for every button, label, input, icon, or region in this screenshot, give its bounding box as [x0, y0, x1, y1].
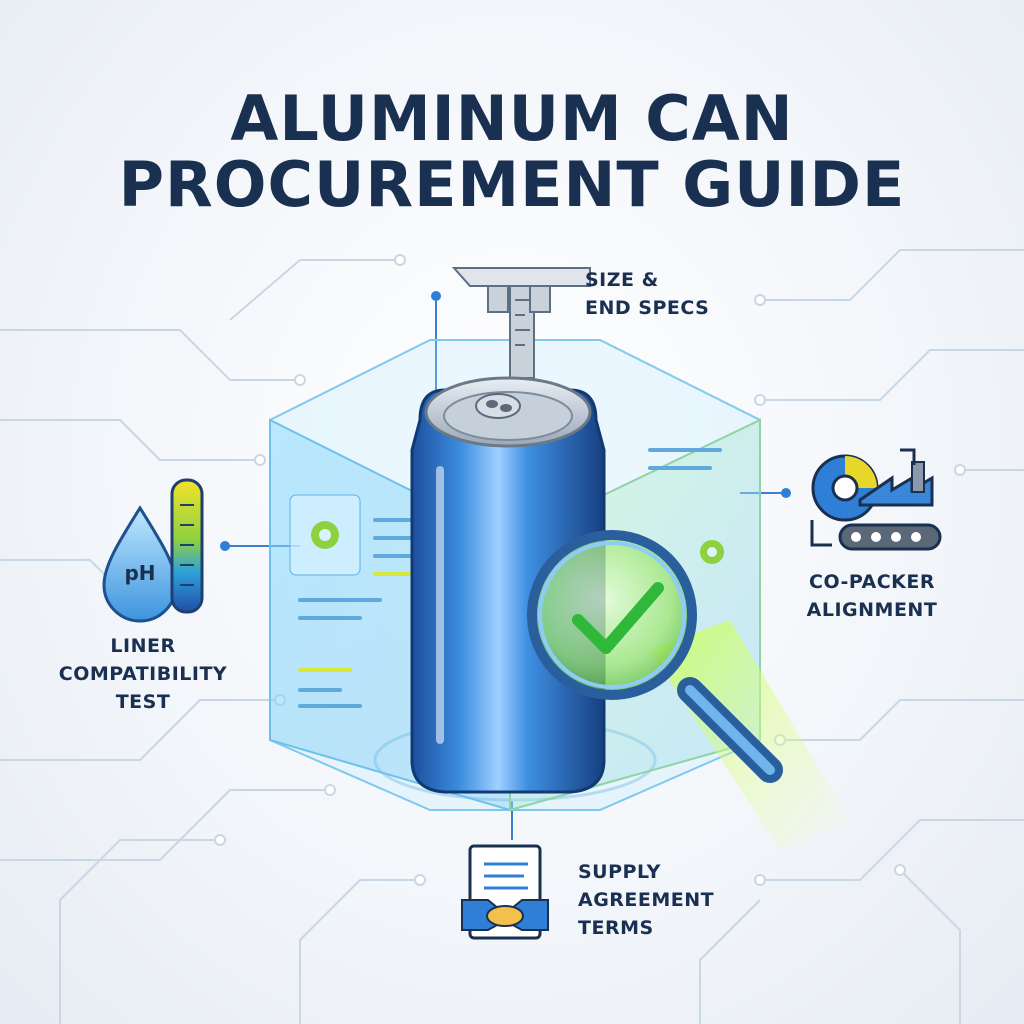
- factory-gear-icon: [810, 448, 942, 551]
- copacker-label: CO-PACKER ALIGNMENT: [772, 568, 972, 624]
- supply-line2: AGREEMENT: [578, 889, 715, 911]
- copacker-line2: ALIGNMENT: [806, 599, 938, 621]
- liner-test-label: LINER COMPATIBILITY TEST: [28, 632, 258, 716]
- ph-scale-icon: [170, 478, 204, 614]
- liner-test-line3: TEST: [115, 691, 171, 713]
- size-specs-label: SIZE & END SPECS: [585, 266, 709, 322]
- gear-icon: [700, 540, 724, 564]
- aluminum-can-icon: [410, 376, 606, 794]
- checkmark-icon: [572, 582, 664, 654]
- size-specs-line1: SIZE &: [585, 269, 659, 291]
- magnifier-check-icon: [527, 530, 783, 783]
- size-specs-line2: END SPECS: [585, 297, 710, 319]
- liner-test-line1: LINER: [110, 635, 176, 657]
- supply-label: SUPPLY AGREEMENT TERMS: [578, 858, 714, 942]
- handshake-document-icon: [461, 844, 549, 940]
- liner-test-line2: COMPATIBILITY: [58, 663, 228, 685]
- circuit-lines: [0, 249, 1024, 1024]
- ph-text: pH: [124, 561, 155, 585]
- gear-icon: [311, 521, 339, 549]
- ph-drop-icon: pH: [102, 505, 178, 623]
- supply-line3: TERMS: [578, 917, 654, 939]
- pull-tab-icon: [475, 393, 521, 419]
- supply-line1: SUPPLY: [578, 861, 661, 883]
- page-title-line2: PROCUREMENT GUIDE: [118, 148, 906, 221]
- page-title-line1: ALUMINUM CAN: [230, 82, 794, 155]
- connector-dots: [220, 291, 791, 551]
- copacker-line1: CO-PACKER: [809, 571, 935, 593]
